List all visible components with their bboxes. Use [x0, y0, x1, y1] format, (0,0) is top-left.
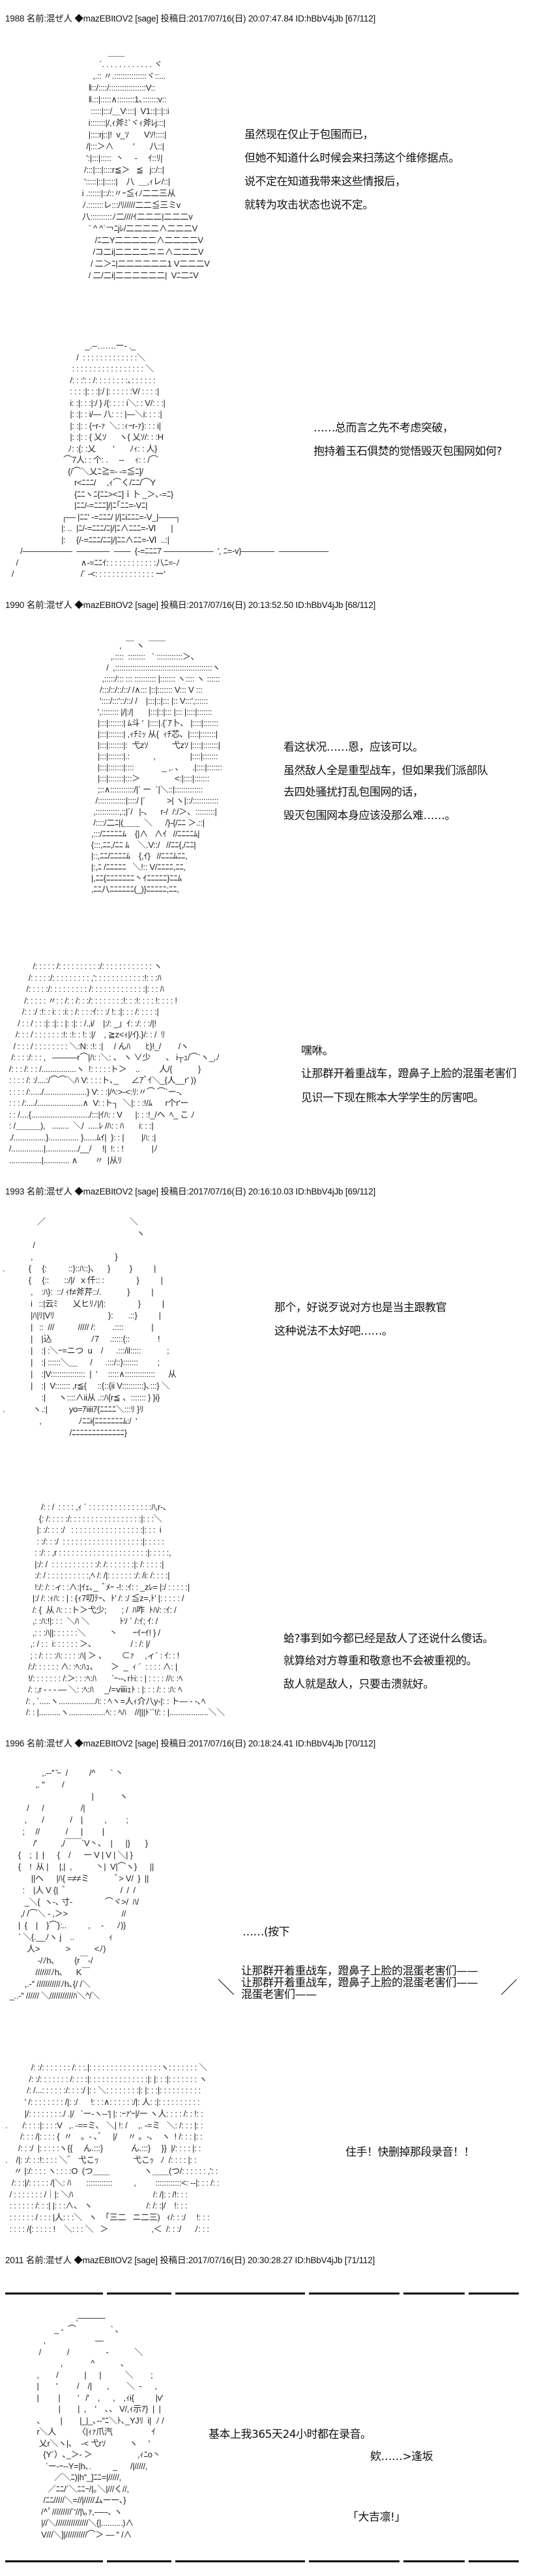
emphasis-mark-left: ＼	[218, 1978, 235, 1997]
ascii-art-figure: ＿＿ ´. . . . . . . . . . . . ヾ ,.:: 〃.:::…	[81, 48, 210, 280]
dialogue-line: 嘿咻。	[301, 1045, 334, 1058]
dialogue-line: 蛤?事到如今都已经是敌人了还说什么傻话。	[283, 1632, 494, 1645]
dialogue-line: 就转为攻击状态也说不定。	[244, 199, 374, 212]
dialogue-line: 欸……>逢坂	[370, 2450, 433, 2463]
post-header-2011: 2011 名前:混ぜ人 ◆mazEBItOV2 [sage] 投稿日:2017/…	[5, 2255, 375, 2265]
ascii-art-figure: /: : : : : /: : : : : : : : : :/: : : : …	[8, 961, 220, 1165]
ascii-art-figure: ,―――- _ - ⌒ ` ､ , ― / / - ＼ , ^ ､ ,	[36, 2313, 164, 2540]
dialogue-line: 就算给对方尊重和敬意也不会被重视的。	[283, 1655, 478, 1668]
dialogue-line: 这种说法不太好吧……。	[274, 1325, 393, 1338]
ascii-art-figure: ,.-‐'' ̄~ / /^ ` 丶 ,. '' / | ヽ / / /| , …	[9, 1768, 154, 2001]
dialogue-line: 敌人就是敌人，只要击溃就好。	[283, 1678, 435, 1691]
dialogue-line: 见识一下现在熊本大学学生的厉害吧。	[301, 1092, 484, 1105]
dialogue-line: 去四处骚扰打乱包围网的话，	[283, 786, 424, 799]
ascii-art-figure: ／ ＼ ヽ / , } . { {:	[3, 1217, 177, 1438]
dialogue-line: ……(按下	[242, 1926, 290, 1939]
dialogue-line: 基本上我365天24小时都在录音。	[209, 2428, 371, 2441]
dialogue-line: 毁灭包围网本身应该没那么难……。	[283, 809, 456, 822]
dialogue-line: 那个，好说歹说对方也是当主跟教官	[274, 1301, 447, 1314]
dialogue-line: 虽然现在仅止于包围而已，	[244, 128, 374, 141]
dialogue-line: 但她不知道什么时候会来扫荡这个维修据点。	[244, 152, 460, 165]
separator-line	[5, 2560, 519, 2562]
ascii-art-figure: , ￣ ヽ ￣￣ ,.:::: :::::::: ` ::::::::::::＞…	[91, 641, 222, 894]
ascii-art-figure: _.-‐…….ー- ._ / : : : : : : : : : : : : :…	[11, 341, 328, 579]
emphasis-mark-right: ／	[501, 1978, 518, 1997]
ascii-art-figure: /: : / : : : : ,ｨ ´ : : : : : : : : : : …	[25, 1502, 225, 1717]
ascii-art-figure: /: :/: : : : : : : /: : :.|: : : : : : :…	[5, 2062, 220, 2234]
dialogue-line: ……总而言之先不考虑突破，	[313, 422, 454, 435]
dialogue-line: 让那群开着重战车，蹬鼻子上脸的混蛋老害们	[301, 1067, 517, 1080]
post-header-1996: 1996 名前:混ぜ人 ◆mazEBItOV2 [sage] 投稿日:2017/…	[5, 1739, 376, 1748]
dialogue-line: 住手！快删掉那段录音！！	[345, 2146, 475, 2159]
dialogue-line: 混蛋老害们——	[241, 1988, 317, 2001]
dialogue-line: 抱持着玉石俱焚的觉悟毁灭包围网如何?	[313, 445, 502, 458]
dialogue-line: 说不定在知道我带来这些情报后，	[244, 175, 406, 188]
dialogue-line: 「大吉凛!」	[347, 2511, 405, 2524]
post-header-1990: 1990 名前:混ぜ人 ◆mazEBItOV2 [sage] 投稿日:2017/…	[5, 600, 376, 610]
post-header-1988: 1988 名前:混ぜ人 ◆mazEBItOV2 [sage] 投稿日:2017/…	[5, 14, 376, 23]
separator-line	[5, 2293, 519, 2294]
post-header-1993: 1993 名前:混ぜ人 ◆mazEBItOV2 [sage] 投稿日:2017/…	[5, 1187, 376, 1196]
dialogue-line: 看这状况……恩，应该可以。	[283, 741, 424, 754]
dialogue-line: 虽然敌人全是重型战车，但如果我们派部队	[283, 764, 488, 777]
dialogue-line: 让那群开着重战车，蹬鼻子上脸的混蛋老害们——	[241, 1965, 478, 1978]
dialogue-line: 让那群开着重战车，蹬鼻子上脸的混蛋老害们——	[241, 1976, 478, 1990]
